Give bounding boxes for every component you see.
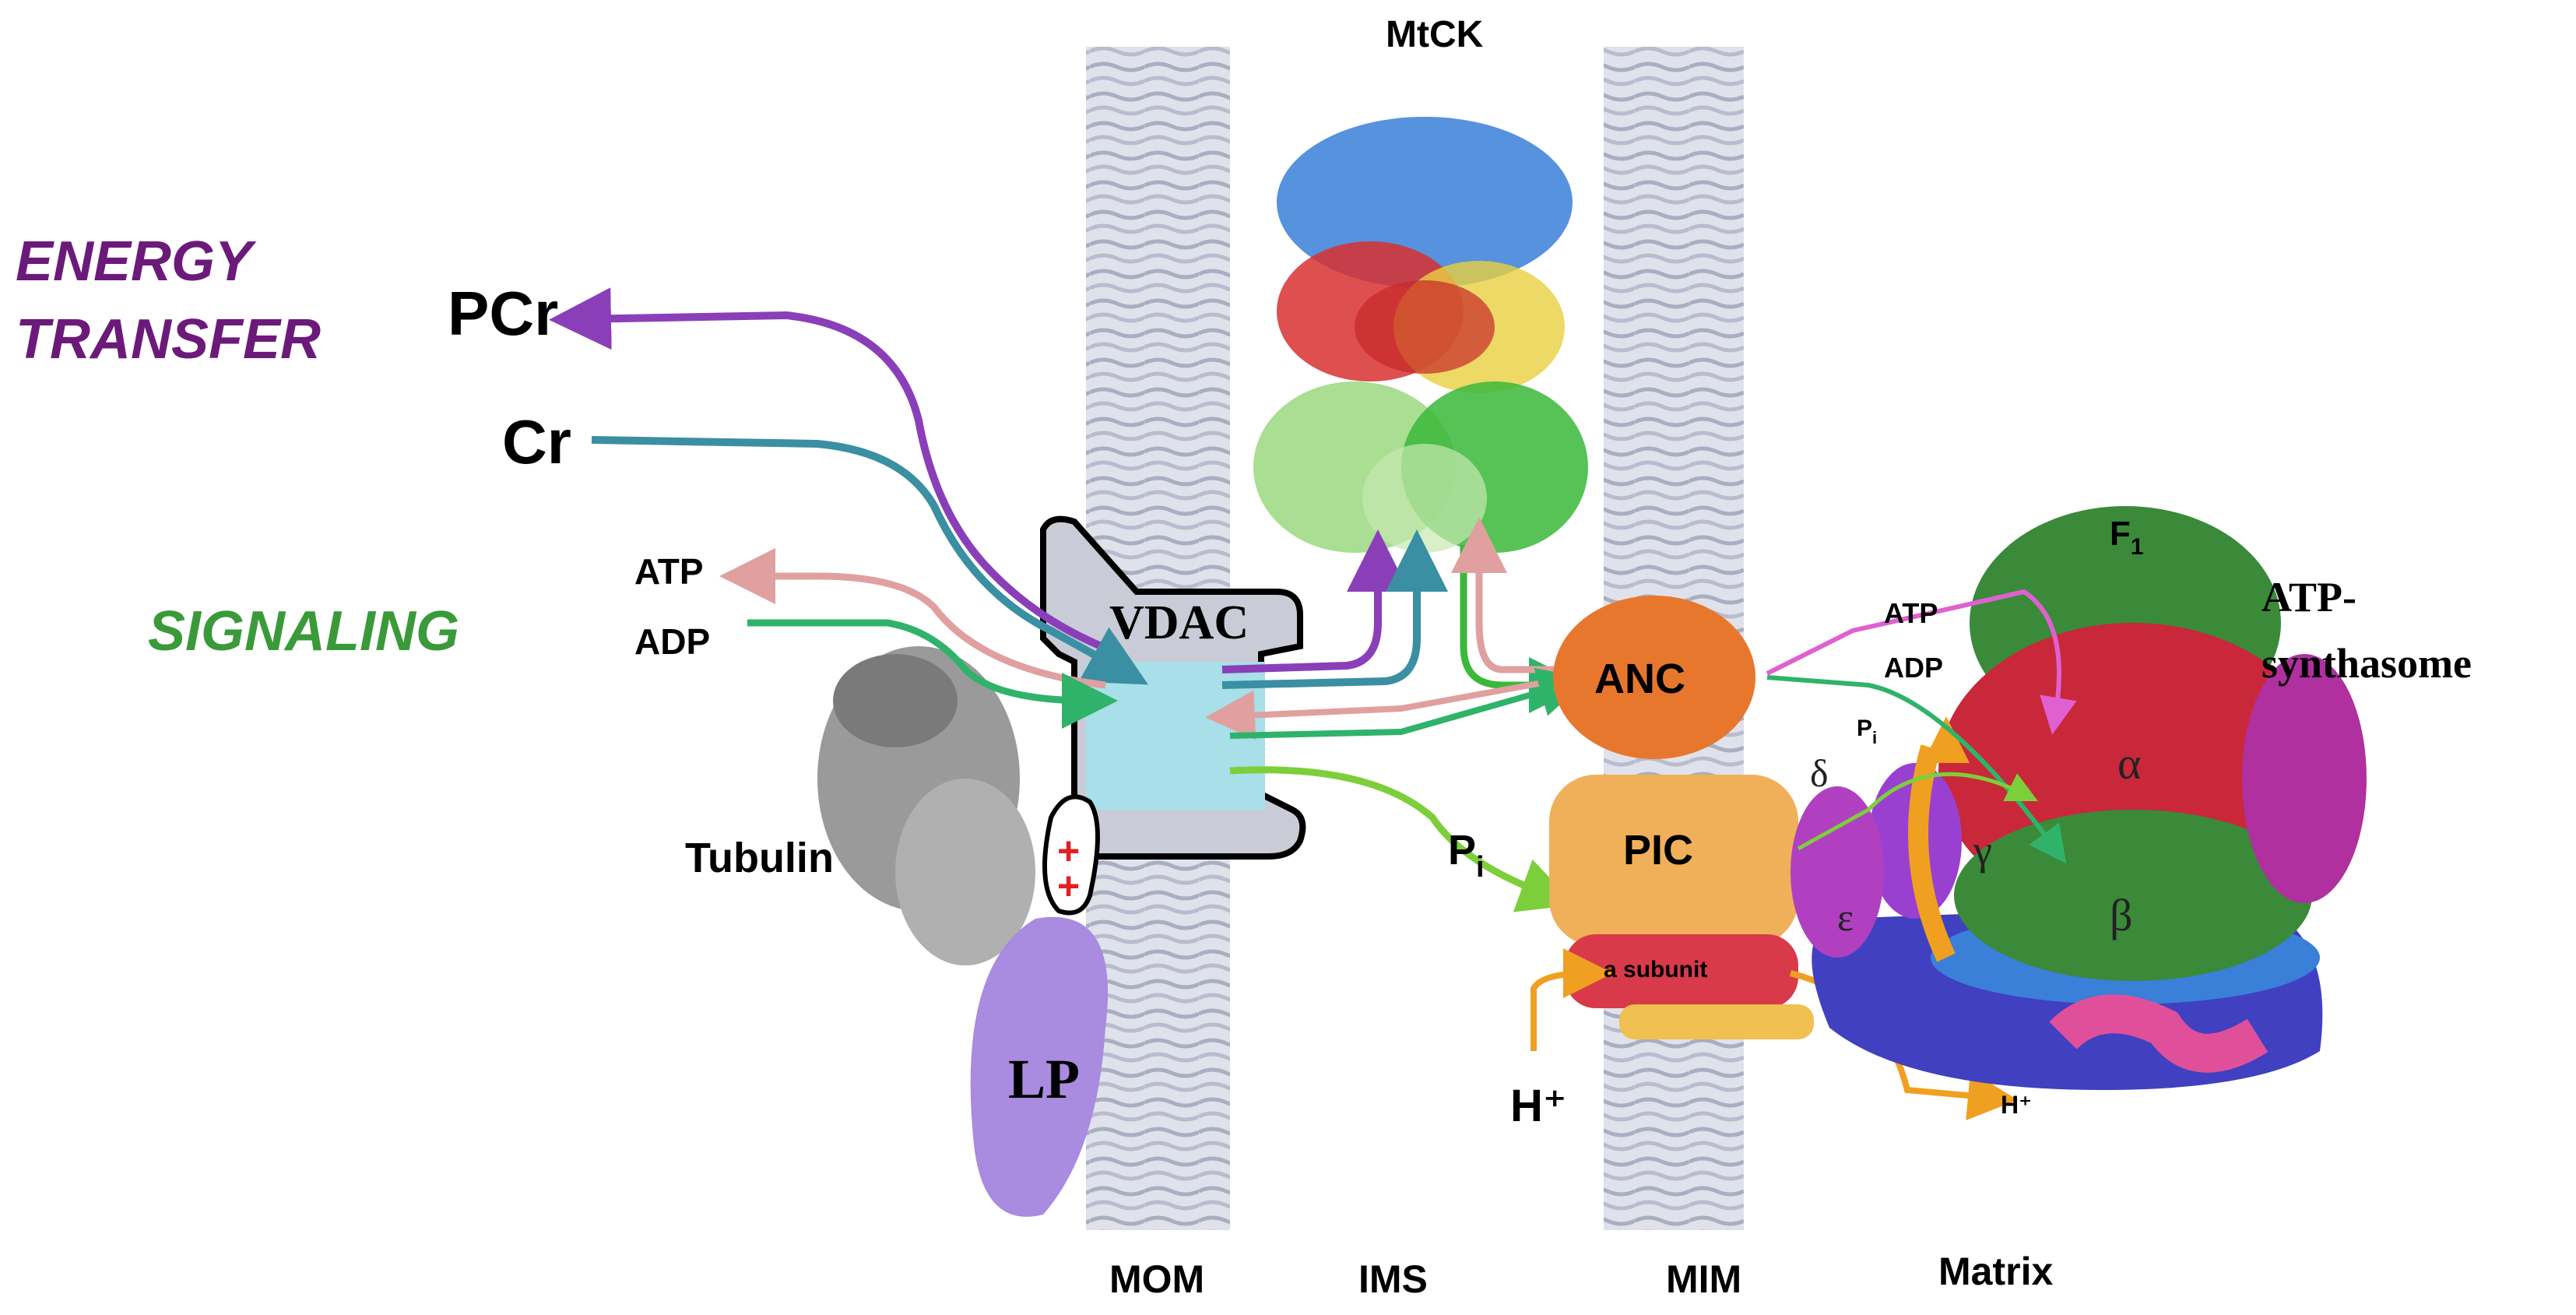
mtck-label: MtCK: [1386, 14, 1484, 55]
c-ring: [1619, 1004, 1814, 1039]
anc-protein: [1553, 596, 1755, 759]
adp-to-anc-arrow: [1229, 668, 1589, 739]
atp-to-vdac-arrow: [1205, 674, 1573, 740]
pcr-arrow: [549, 287, 1123, 658]
pcr-label: PCr: [448, 279, 558, 348]
h-plus-in-arrow: [1530, 948, 1613, 1051]
f1-label: F1: [2110, 515, 2144, 560]
atp-to-mtck-arrow: [1451, 517, 1557, 673]
adp-in-arrow: [747, 619, 1118, 729]
alpha-label: α: [2117, 738, 2141, 789]
synthasome-label-2: synthasome: [2261, 640, 2472, 687]
synthasome-label-1: ATP-: [2261, 574, 2356, 621]
ims-label: IMS: [1358, 1257, 1428, 1301]
a-subunit-label: a subunit: [1604, 957, 1707, 983]
atp-synthasome: [1791, 506, 2367, 1090]
cr-to-mtck-arrow: [1221, 529, 1448, 689]
pic-label: PIC: [1623, 827, 1693, 874]
mim-label: MIM: [1666, 1257, 1741, 1301]
vdac-label: VDAC: [1109, 596, 1249, 649]
pi-main-label: Pi: [1448, 827, 1485, 884]
signaling-label: SIGNALING: [148, 600, 459, 663]
matrix-label: Matrix: [1938, 1250, 2053, 1293]
atp-right-label: ATP: [1884, 597, 1938, 629]
cr-label: Cr: [502, 407, 571, 476]
energy-label: ENERGY: [16, 230, 257, 293]
beta-label: β: [2110, 890, 2133, 941]
plus-sign-top: +: [1057, 829, 1080, 873]
epsilon-label: ε: [1837, 895, 1854, 939]
adp-synthasome-arrow: [1766, 675, 2067, 864]
pi-synthasome-arrow: [1797, 772, 2038, 851]
h-plus-left-label: H⁺: [1510, 1081, 1567, 1131]
adp-from-mtck-arrow: [1460, 545, 1585, 713]
pcr-from-mtck-arrow: [1221, 529, 1409, 673]
atp-out-arrow: [719, 548, 1106, 689]
lp-label: LP: [1008, 1048, 1080, 1110]
tubulin-protein: [817, 646, 1035, 965]
tubulin-label: Tubulin: [685, 835, 834, 881]
transfer-label: TRANSFER: [16, 308, 321, 371]
lp-protein: [970, 916, 1109, 1217]
plus-sign-bottom: +: [1057, 864, 1080, 908]
delta-label: δ: [1810, 751, 1829, 795]
adp-left-label: ADP: [634, 621, 710, 662]
adp-right-label: ADP: [1884, 652, 1943, 684]
mom-label: MOM: [1109, 1257, 1204, 1301]
mtck-protein: [1253, 117, 1588, 553]
h-plus-right-label: H⁺: [2001, 1091, 2032, 1119]
a-subunit: [1565, 934, 1798, 1008]
gamma-label: γ: [1973, 827, 1992, 874]
cr-arrow: [591, 436, 1148, 685]
pi-arrow: [1229, 766, 1576, 912]
pic-protein: [1549, 775, 1798, 946]
atp-left-label: ATP: [634, 551, 704, 592]
anc-label: ANC: [1594, 656, 1685, 702]
pi-small-label: Pi: [1857, 716, 1877, 747]
atp-synthasome-arrow: [1766, 589, 2077, 735]
